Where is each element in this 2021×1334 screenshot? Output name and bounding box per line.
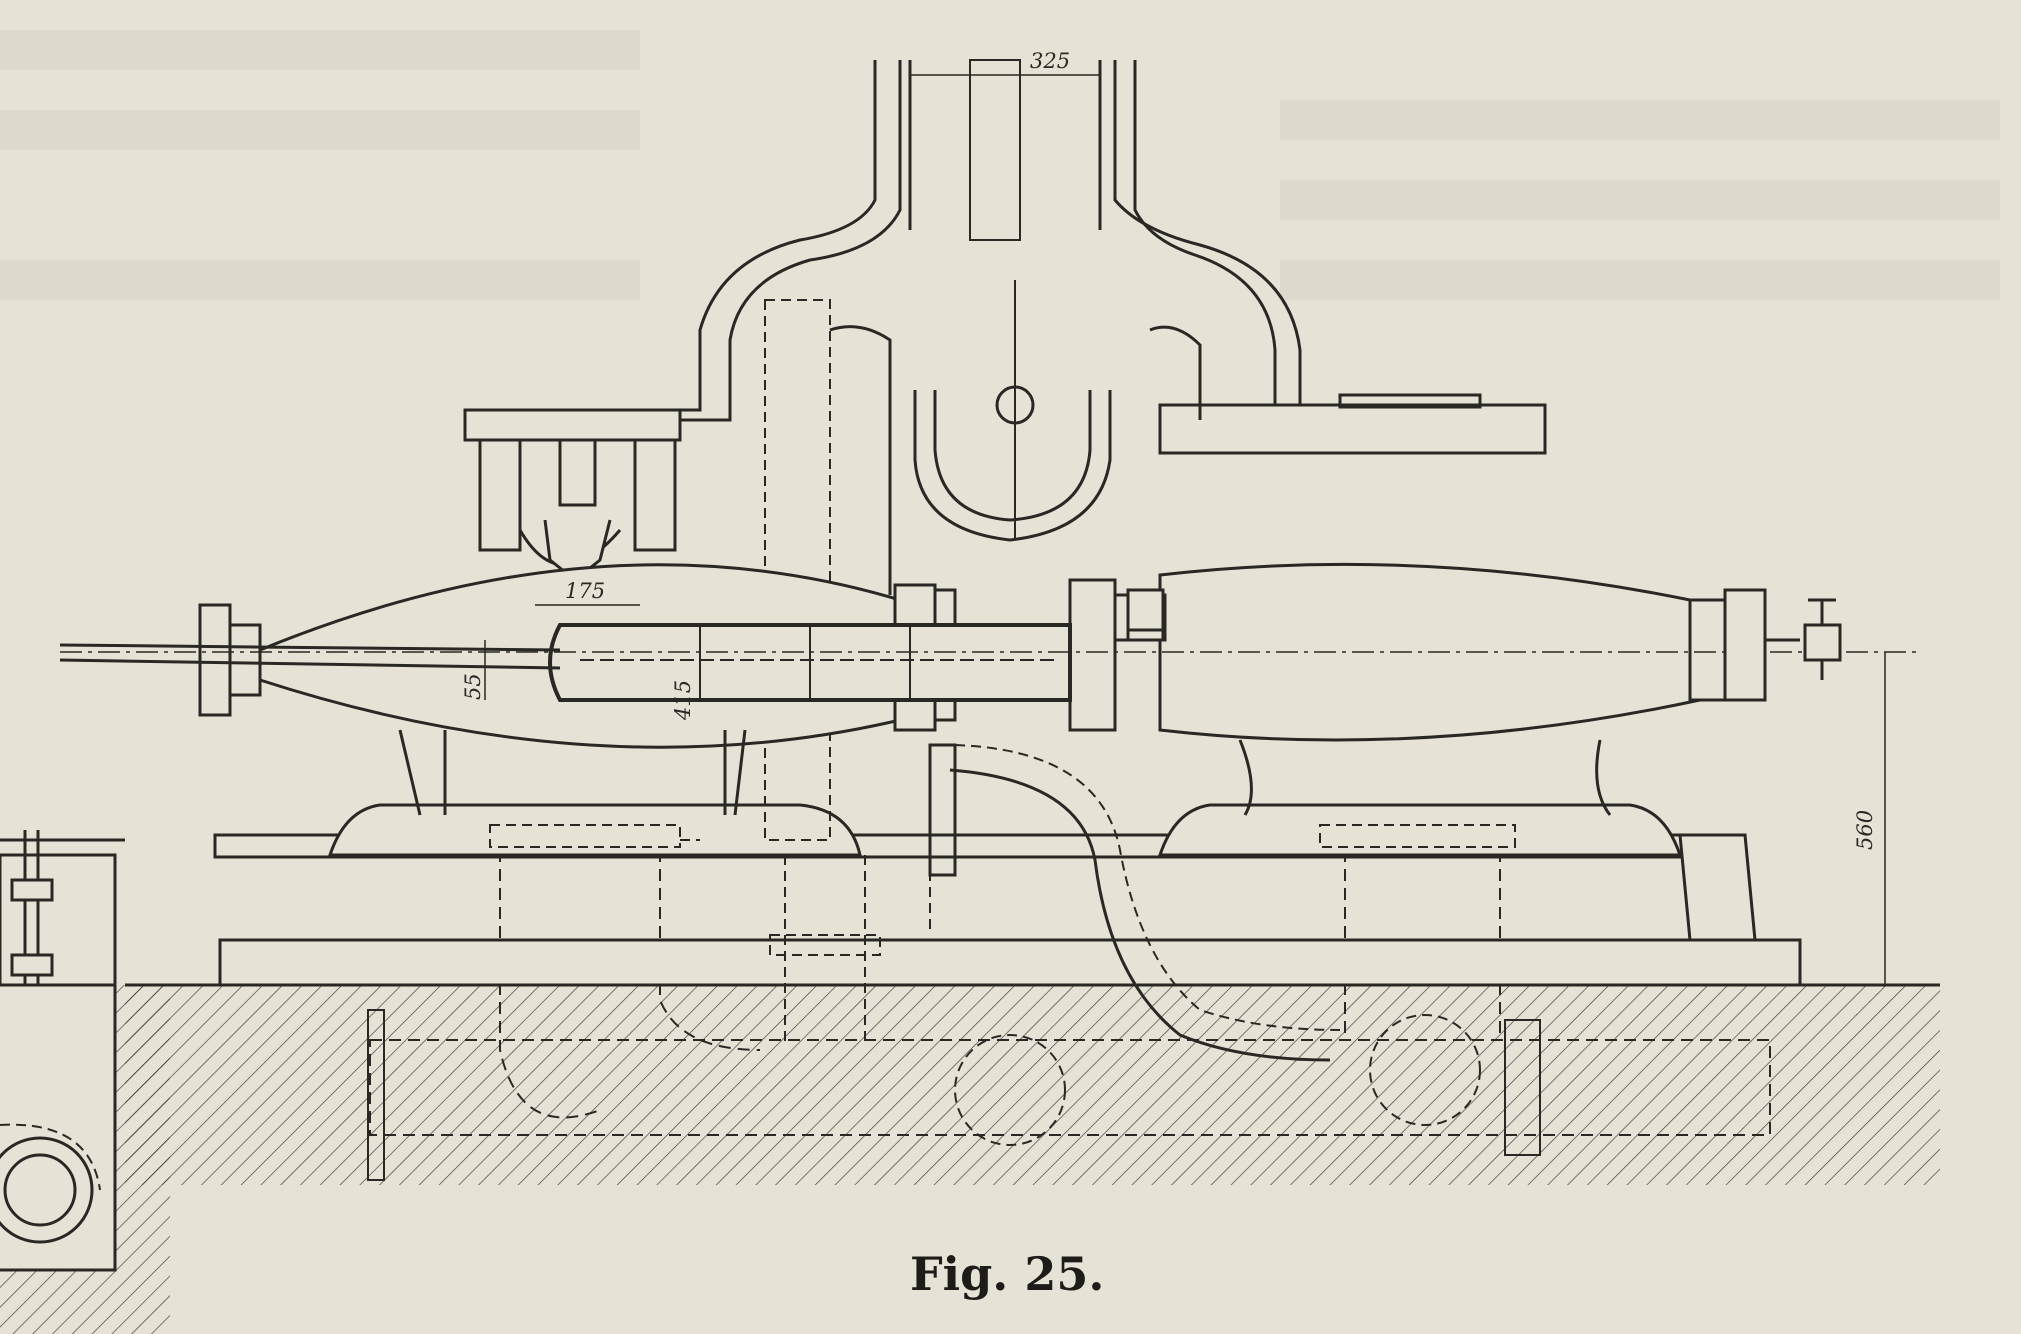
pump-volute	[540, 59, 1547, 595]
dim-tube-label: 415	[671, 680, 695, 721]
bleed-through-text	[0, 30, 2000, 300]
bearing-stand	[0, 830, 125, 1272]
inlet-elbow	[928, 743, 1341, 1062]
valve-housing	[463, 408, 682, 582]
base-frame	[213, 803, 1802, 987]
dim-shaft-diameter: 55	[461, 673, 485, 700]
shaft-tube	[548, 623, 1072, 702]
outlet-duct	[680, 299, 831, 841]
air-valve	[1723, 588, 1842, 702]
pump-legs	[398, 729, 1612, 816]
dim-inlet-width: 175	[565, 579, 605, 603]
dim-axis-height: 560	[1853, 810, 1877, 850]
dim-outlet-width: 325	[1030, 49, 1070, 73]
coupling-flange	[1126, 588, 1165, 642]
drive-shaft	[59, 643, 1920, 670]
figure-caption: Fig. 25.	[910, 1247, 1104, 1301]
base-dashed-details	[489, 824, 1516, 1045]
dimension-lines	[484, 60, 1900, 986]
